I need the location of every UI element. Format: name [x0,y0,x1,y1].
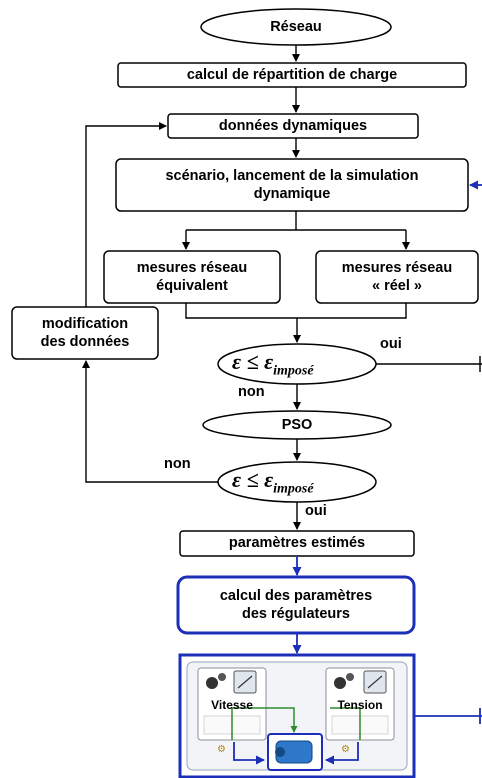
vitesse-label: Vitesse [211,698,253,712]
donnees-dynamiques-label: données dynamiques [218,118,368,134]
modification-line1: modification [41,316,129,332]
mesures-equivalent-line1: mesures réseau [136,260,248,276]
pso-label: PSO [281,417,313,433]
edge-modif-donnees [85,122,167,307]
mesures-equivalent-node [103,250,281,304]
edge-label-non-1: non [238,384,265,400]
modification-line2: des données [40,334,130,350]
calcul-regulateurs-line1: calcul des paramètres [219,588,373,604]
reseau-label: Réseau [270,19,322,35]
tension-label: Tension [337,698,383,712]
tension-tool-icon: ⚙ [341,744,350,755]
calcul-regulateurs-label: calcul des paramètres des régulateurs [178,587,414,623]
scenario-label-line2: dynamique [253,186,331,202]
donnees-dynamiques-node [167,113,419,139]
edge-label-oui-1: oui [380,336,402,352]
mesures-reel-node [315,250,479,304]
calcul-regulateurs-node [176,575,416,635]
condition-1-subscript: imposé [273,363,314,379]
regulators-panel: ⚙ ⚙ [178,653,416,778]
tension-gear-icon [334,677,346,689]
vitesse-tool-icon: ⚙ [217,744,226,755]
calcul-regulateurs-line2: des régulateurs [242,606,350,622]
condition-1-symbol: ε ≤ ε [232,349,274,374]
condition-2-symbol: ε ≤ ε [232,467,274,492]
calcul-repartition-node [117,62,467,88]
parametres-estimes-label: paramètres estimés [228,535,366,551]
edge-label-non-2: non [164,456,191,472]
condition-2-label: ε ≤ εimposé [232,467,314,497]
modification-node [11,306,159,360]
scenario-node [115,158,469,212]
vitesse-gear-icon [206,677,218,689]
modification-label: modification des données [12,315,158,351]
scenario-label: scénario, lancement de la simulation dyn… [116,167,468,203]
mesures-reel-line2: « réel » [372,278,422,294]
mesures-reel-label: mesures réseau « réel » [316,259,478,295]
mesures-equivalent-line2: équivalent [156,278,228,294]
condition-1-label: ε ≤ εimposé [232,349,314,379]
mesures-reel-line1: mesures réseau [341,260,453,276]
condition-2-subscript: imposé [273,481,314,497]
edge-scenario-split [186,211,406,231]
edge-merge [185,303,407,319]
scenario-label-line1: scénario, lancement de la simulation [165,168,419,184]
edge-label-oui-2: oui [305,503,327,519]
calcul-repartition-label: calcul de répartition de charge [186,67,398,83]
mesures-equivalent-label: mesures réseau équivalent [104,259,280,295]
edge-cond2-non [82,360,218,483]
